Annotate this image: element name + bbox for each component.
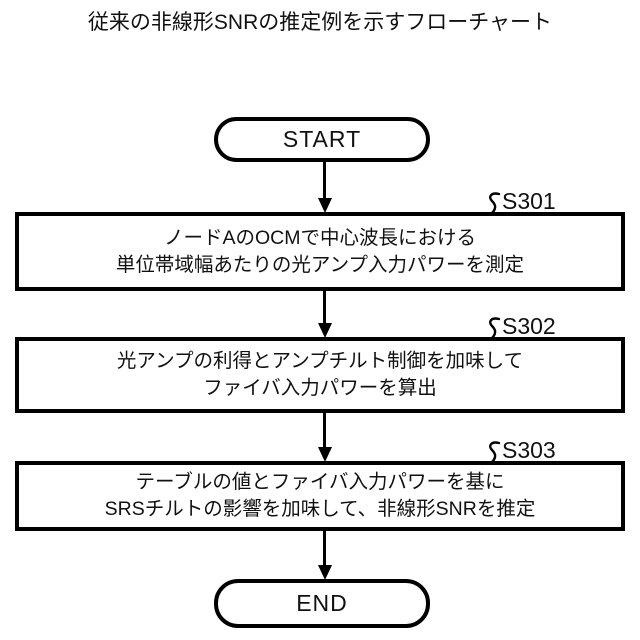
down-arrow-icon [318,198,332,213]
connector-start-to-s301 [318,161,332,213]
connector-s303-to-end [318,530,332,580]
process-text-line: 光アンプの利得とアンプチルト制御を加味して [116,350,524,372]
step-label-s303: S303 [487,432,556,465]
figure-title: 従来の非線形SNRの推定例を示すフローチャート [87,11,553,34]
leader-squiggle-icon [488,317,501,341]
step-label-s301: S301 [487,183,556,216]
step-code-s302: S302 [502,313,556,339]
node-start-label: START [282,126,362,152]
step-code-s303: S303 [502,437,556,463]
process-text-line: 単位帯域幅あたりの光アンプ入力パワーを測定 [115,253,525,276]
connector-stem [323,161,326,201]
down-arrow-icon [318,447,332,462]
process-box-s302: 光アンプの利得とアンプチルト制御を加味して ファイバ入力パワーを算出 [15,337,625,413]
process-text-line: ノードAのOCMで中心波長における [163,226,476,249]
leader-squiggle-icon [488,441,501,465]
step-label-s302: S302 [487,308,556,341]
connector-s301-to-s302 [318,290,332,338]
connector-s302-to-s303 [318,412,332,462]
down-arrow-icon [318,323,332,338]
node-start: START [214,117,430,162]
process-box-s301: ノードAのOCMで中心波長における 単位帯域幅あたりの光アンプ入力パワーを測定 [15,212,625,291]
process-box-s303: テーブルの値とファイバ入力パワーを基に SRSチルトの影響を加味して、非線形SN… [15,461,625,531]
node-end: END [214,579,430,628]
connector-stem [323,530,326,568]
leader-squiggle-icon [488,192,501,216]
node-end-label: END [296,590,348,616]
down-arrow-icon [318,565,332,580]
process-text-line: SRSチルトの影響を加味して、非線形SNRを推定 [104,498,536,520]
connector-stem [323,290,326,326]
step-code-s301: S301 [502,188,556,214]
connector-stem [323,412,326,450]
process-text-line: テーブルの値とファイバ入力パワーを基に [135,471,505,493]
process-text-line: ファイバ入力パワーを算出 [203,377,437,399]
